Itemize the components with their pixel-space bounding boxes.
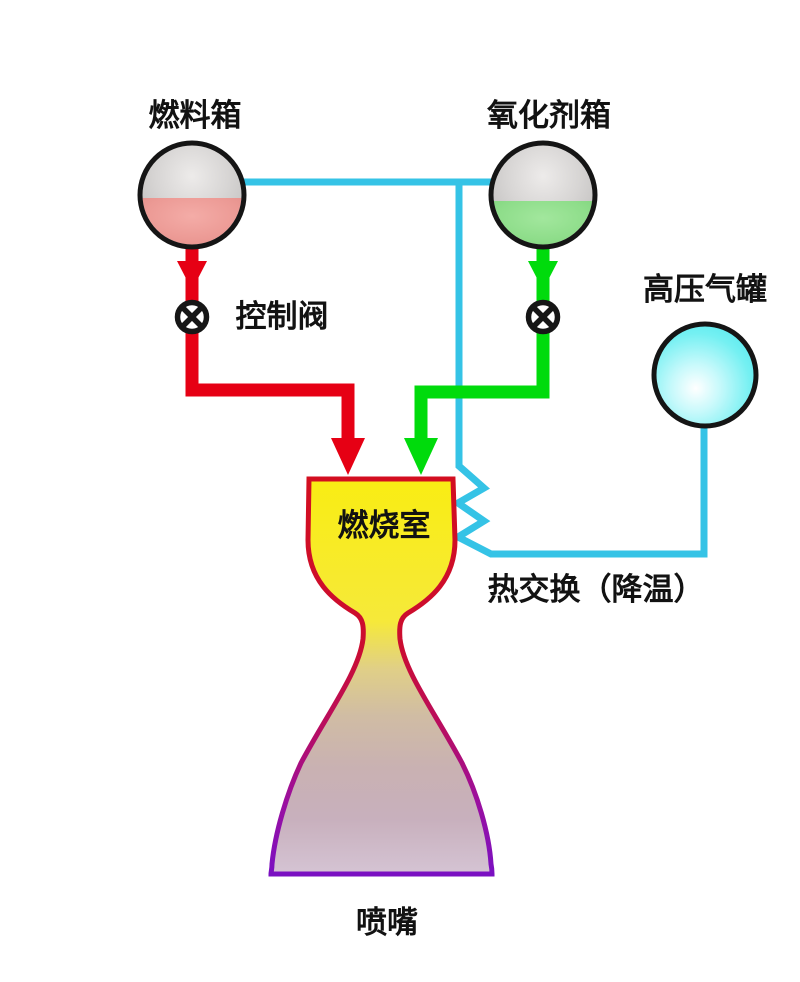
heat-exchanger-coil [450,179,708,558]
heat-exchange-label: 热交换（降温） [488,572,705,607]
fuel-tank-label: 燃料箱 [149,98,242,133]
fuel-tank-outline [137,140,247,250]
pressure-tank-label: 高压气罐 [643,272,767,307]
fuel-inlet-arrow-icon [331,438,365,475]
fuel-feed-line [177,249,365,475]
oxidizer-liquid [493,201,593,245]
oxidizer-control-valve-icon [525,299,561,335]
fuel-tank [137,140,247,250]
control-valve-label: 控制阀 [236,299,329,334]
pressure-tank [651,321,759,429]
fuel-liquid [142,198,242,245]
oxidizer-flow-arrow-icon [528,261,558,290]
pressure-tank-shell [651,321,759,429]
oxidizer-inlet-arrow-icon [404,438,438,475]
combustion-chamber-label: 燃烧室 [338,508,431,543]
oxidizer-feed-pipe [414,249,550,442]
fuel-flow-arrow-icon [177,261,207,290]
fuel-feed-pipe [185,249,355,442]
oxidizer-feed-line [404,249,558,475]
nozzle-label: 喷嘴 [356,905,418,940]
pressurant-line [242,178,708,558]
oxidizer-tank-label: 氧化剂箱 [487,98,611,133]
oxidizer-tank-outline [488,140,598,250]
oxidizer-tank [488,140,598,250]
combustion-chamber-nozzle-shape [268,476,495,877]
fuel-control-valve-icon [174,299,210,335]
